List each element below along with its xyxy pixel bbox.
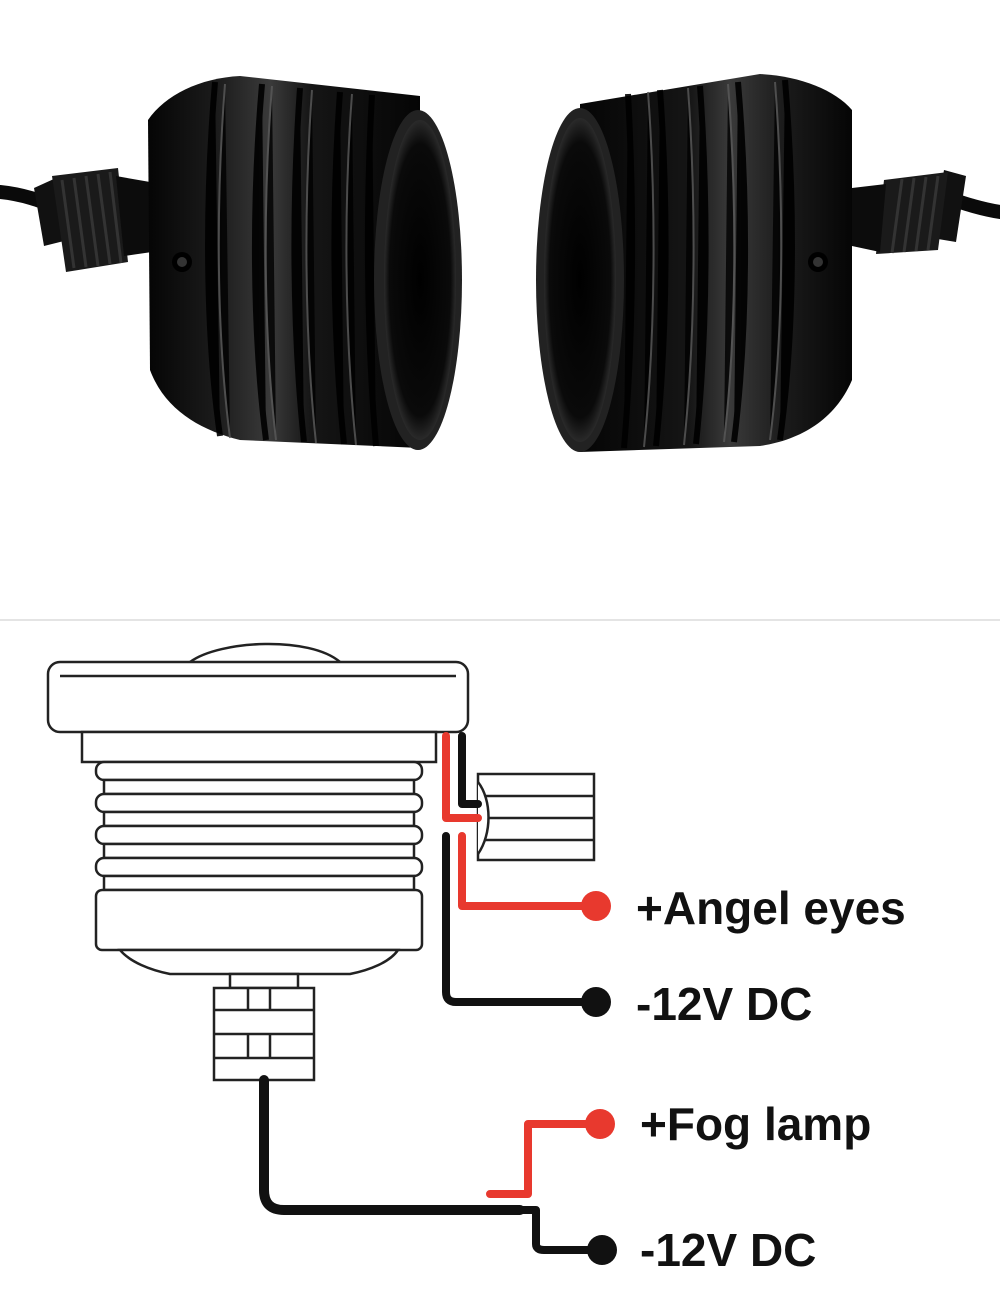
wiring-diagram [46,642,596,1082]
angel-eyes-positive-terminal [581,891,611,921]
fog-lamp-positive-wire [486,1120,602,1198]
label-angel-eyes-positive: +Angel eyes [636,882,906,934]
left-cable-gland [34,168,152,272]
label-fog-lamp-positive: +Fog lamp [640,1098,871,1150]
lamp-top-cap [46,660,470,734]
fog-lamp-negative-terminal [587,1235,617,1265]
fog-lamp-wiring [259,1075,604,1254]
right-lamp-housing [536,74,1000,452]
lens-dome [189,642,341,664]
fog-lamp-main-cable [259,1075,525,1215]
left-lamp-housing [0,76,462,450]
label-fog-lamp-negative: -12V DC [640,1224,816,1276]
angel-eyes-negative-terminal [581,987,611,1017]
fog-lamp-positive-terminal [585,1109,615,1139]
side-connector [476,772,596,862]
lamp-cooling-fins [94,760,424,952]
label-angel-eyes-negative: -12V DC [636,978,812,1030]
fog-lamp-negative-wire [516,1206,604,1254]
right-cable-gland [852,170,966,254]
angel-eyes-wiring [442,732,598,1006]
angel-eyes-positive-wire [458,832,598,910]
angel-eyes-negative-wire [442,832,598,1006]
